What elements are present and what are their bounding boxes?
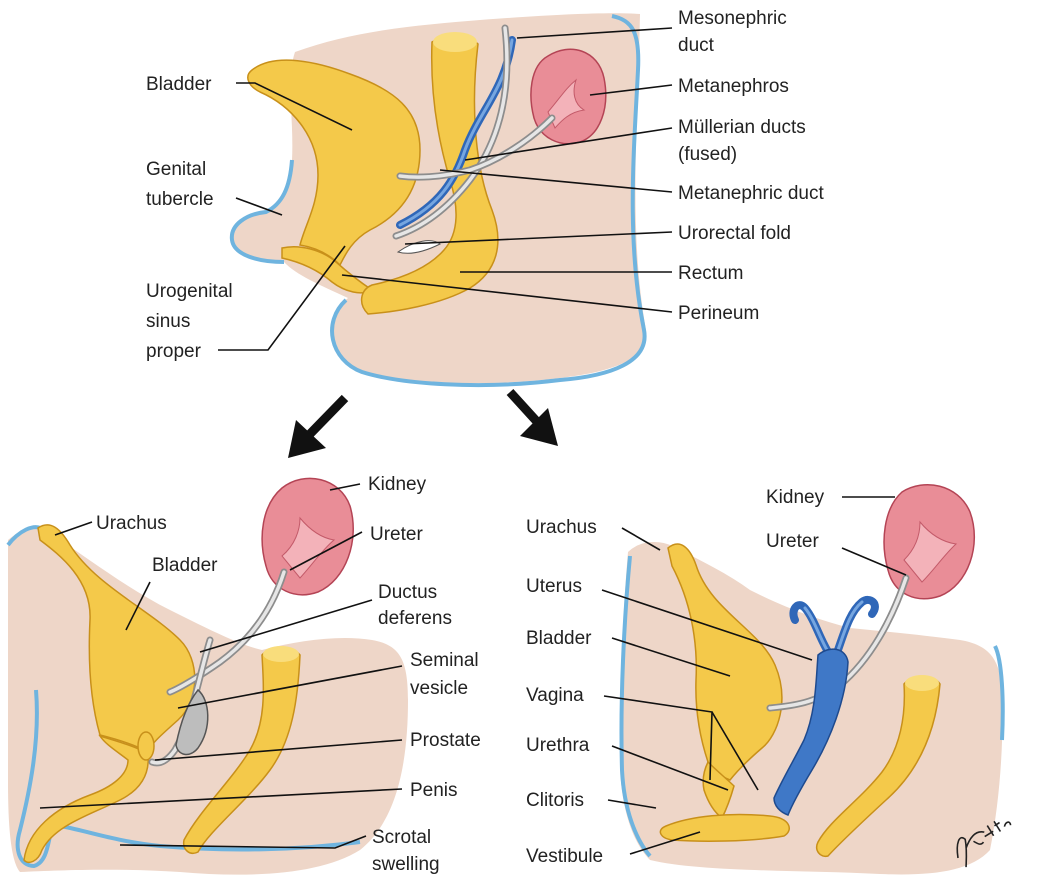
label-top-genital-tubercle: Genital bbox=[146, 159, 206, 180]
label-top-mesonephric-duct-2: duct bbox=[678, 35, 715, 56]
label-female-uterus: Uterus bbox=[526, 576, 582, 597]
label-female-clitoris: Clitoris bbox=[526, 790, 584, 811]
label-top-mullerian-ducts-2: (fused) bbox=[678, 144, 737, 165]
label-male-seminal-vesicle-2: vesicle bbox=[410, 678, 468, 699]
top-rectum-opening bbox=[433, 32, 477, 52]
male-prostate bbox=[138, 732, 154, 760]
label-male-bladder: Bladder bbox=[152, 555, 218, 576]
male-panel: Urachus Bladder Kidney Ureter Ductus def… bbox=[8, 474, 481, 875]
label-male-ureter: Ureter bbox=[370, 524, 423, 545]
label-male-ductus-deferens: Ductus bbox=[378, 582, 437, 603]
label-top-mullerian-ducts: Müllerian ducts bbox=[678, 117, 806, 138]
label-female-urachus: Urachus bbox=[526, 517, 597, 538]
label-top-rectum: Rectum bbox=[678, 263, 743, 284]
label-male-kidney: Kidney bbox=[368, 474, 427, 495]
female-panel: Kidney Urachus Ureter Uterus Bladder Vag… bbox=[526, 485, 1003, 875]
label-female-urethra: Urethra bbox=[526, 735, 590, 756]
arrow-to-male bbox=[288, 398, 345, 458]
label-top-urogenital-sinus-3: proper bbox=[146, 341, 202, 362]
label-male-penis: Penis bbox=[410, 780, 458, 801]
label-top-metanephros: Metanephros bbox=[678, 76, 789, 97]
developmental-arrows bbox=[288, 392, 558, 458]
label-male-ductus-deferens-2: deferens bbox=[378, 608, 452, 629]
female-rectum-opening bbox=[905, 675, 939, 691]
label-male-prostate: Prostate bbox=[410, 730, 481, 751]
label-top-urogenital-sinus: Urogenital bbox=[146, 281, 233, 302]
label-male-scrotal-swelling: Scrotal bbox=[372, 827, 431, 848]
label-male-scrotal-swelling-2: swelling bbox=[372, 854, 440, 875]
label-top-urogenital-sinus-2: sinus bbox=[146, 311, 190, 332]
label-female-vestibule: Vestibule bbox=[526, 846, 603, 867]
top-panel-indifferent-stage: Bladder Genital tubercle Urogenital sinu… bbox=[146, 8, 824, 385]
label-top-bladder: Bladder bbox=[146, 74, 212, 95]
label-top-urorectal-fold: Urorectal fold bbox=[678, 223, 791, 244]
label-top-perineum: Perineum bbox=[678, 303, 759, 324]
label-top-genital-tubercle-2: tubercle bbox=[146, 189, 214, 210]
label-male-urachus: Urachus bbox=[96, 513, 167, 534]
label-top-metanephric-duct: Metanephric duct bbox=[678, 183, 824, 204]
male-rectum-opening bbox=[263, 646, 299, 662]
label-female-ureter: Ureter bbox=[766, 531, 819, 552]
arrow-to-female bbox=[510, 392, 558, 446]
label-female-bladder: Bladder bbox=[526, 628, 592, 649]
label-female-kidney: Kidney bbox=[766, 487, 825, 508]
label-top-mesonephric-duct: Mesonephric bbox=[678, 8, 787, 29]
label-female-vagina: Vagina bbox=[526, 685, 584, 706]
label-male-seminal-vesicle: Seminal bbox=[410, 650, 479, 671]
